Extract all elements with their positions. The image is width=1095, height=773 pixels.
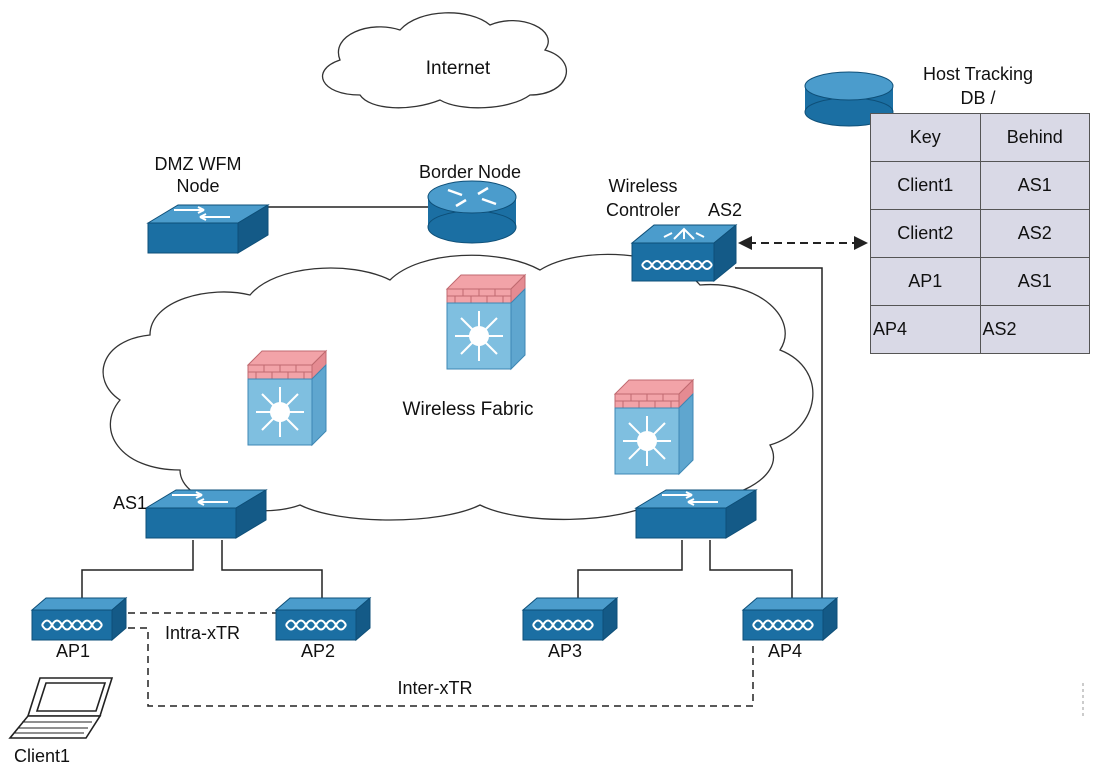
table-cell: AP4 [870,305,981,354]
border-router [427,180,517,244]
ap2-device [275,597,371,641]
client1-label: Client1 [13,746,71,766]
internet-cloud [321,12,567,109]
link-as1-ap2 [221,540,323,600]
ap3-device [522,597,618,641]
fabric-firewall-left [247,350,327,446]
ap1-label: AP1 [55,641,91,661]
link-sw-ap3 [577,540,683,600]
border-node-label: Border Node [418,162,522,182]
laptop-icon [8,677,114,739]
table-cell: AS2 [979,209,1090,258]
ap4-label: AP4 [767,641,803,661]
dmz-wfm-switch [147,204,269,254]
fabric-firewall-right [614,379,694,475]
as-right-switch [635,489,757,539]
table-header-cell: Behind [979,113,1090,162]
table-cell: Client2 [870,209,981,258]
inter-xtr-label: Inter-xTR [397,678,473,698]
dmz-wfm-label: DMZ WFM Node [154,154,242,196]
table-cell: AS1 [979,161,1090,210]
table-cell: AP1 [870,257,981,306]
table-cell: AS2 [979,305,1090,354]
fabric-firewall-top [446,274,526,370]
intra-xtr-label: Intra-xTR [165,623,241,643]
wireless-controller [630,223,738,283]
as1-label: AS1 [113,493,148,513]
arrow-head-right [854,236,868,250]
as2-label: AS2 [708,200,743,220]
link-controller-ap4 [735,267,823,598]
link-as1-ap1 [81,540,194,600]
inter-xtr-tunnel [128,627,754,707]
link-sw-ap4 [709,540,793,600]
table-header-cell: Key [870,113,981,162]
wireless-fabric-label: Wireless Fabric [402,399,534,420]
ap2-label: AP2 [300,641,336,661]
table-cell: AS1 [979,257,1090,306]
as1-switch [145,489,267,539]
wireless-controller-label: Wireless Controler [605,176,681,220]
ap1-device [31,597,127,641]
ap4-device [742,597,838,641]
internet-label: Internet [425,58,491,79]
ap3-label: AP3 [547,641,583,661]
table-cell: Client1 [870,161,981,210]
arrow-head-left [738,236,752,250]
